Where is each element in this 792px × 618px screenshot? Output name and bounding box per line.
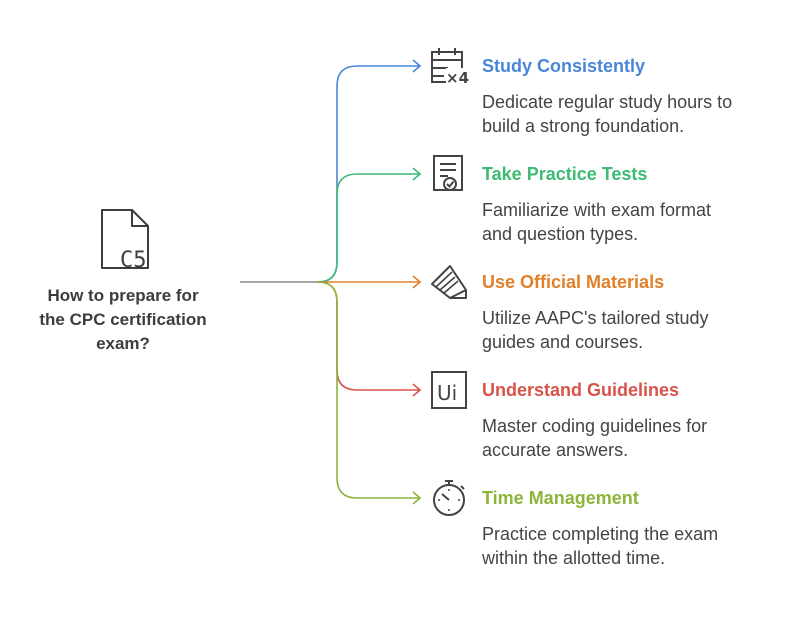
document-icon-text: C5	[120, 248, 147, 273]
branch-description-line: Practice completing the exam	[482, 524, 719, 544]
branch-description-line: Dedicate regular study hours to	[482, 92, 733, 112]
branch-connector	[317, 281, 420, 499]
calendar-times-four-icon: ×4	[428, 46, 472, 87]
branch-description: Utilize AAPC's tailored study guides and…	[482, 306, 782, 354]
branch-title: Study Consistently	[482, 56, 646, 76]
branch-connector	[317, 281, 420, 391]
branch-arrowhead	[412, 491, 422, 505]
calendar-icon-text: ×4	[446, 69, 469, 86]
branch-description-line: build a strong foundation.	[482, 116, 685, 136]
root-label-line: exam?	[96, 334, 150, 353]
branch-arrowhead	[412, 167, 422, 181]
un-letters-icon: Ui	[428, 370, 472, 410]
branch-title: Understand Guidelines	[482, 380, 680, 400]
branch-title: Take Practice Tests	[482, 164, 648, 184]
root-label-line: the CPC certification	[39, 310, 207, 329]
book-pages-icon	[428, 262, 472, 302]
un-icon-text: Ui	[437, 381, 457, 405]
branch-description: Familiarize with exam format and questio…	[482, 198, 782, 246]
branch-connector	[317, 173, 420, 283]
branch-description-line: within the allotted time.	[482, 548, 666, 568]
branch-description-line: Master coding guidelines for	[482, 416, 708, 436]
branch-description-line: guides and courses.	[482, 332, 644, 352]
branch-description: Practice completing the exam within the …	[482, 522, 782, 570]
branch-description: Master coding guidelines for accurate an…	[482, 414, 782, 462]
root-label: How to prepare for the CPC certification…	[18, 284, 228, 356]
stopwatch-icon	[428, 478, 472, 518]
branch-description-line: accurate answers.	[482, 440, 629, 460]
certificate-icon	[428, 154, 472, 194]
branch-title: Use Official Materials	[482, 272, 665, 292]
branch-description-line: Utilize AAPC's tailored study	[482, 308, 709, 328]
branch-description: Dedicate regular study hours to build a …	[482, 90, 782, 138]
branch-arrowhead	[412, 383, 422, 397]
branch-description-line: Familiarize with exam format	[482, 200, 712, 220]
document-c5-icon: C5	[96, 206, 156, 274]
branch-arrowhead	[412, 275, 422, 289]
branch-title: Time Management	[482, 488, 639, 508]
branch-arrowhead	[412, 59, 422, 73]
root-label-line: How to prepare for	[47, 286, 199, 305]
branch-description-line: and question types.	[482, 224, 639, 244]
